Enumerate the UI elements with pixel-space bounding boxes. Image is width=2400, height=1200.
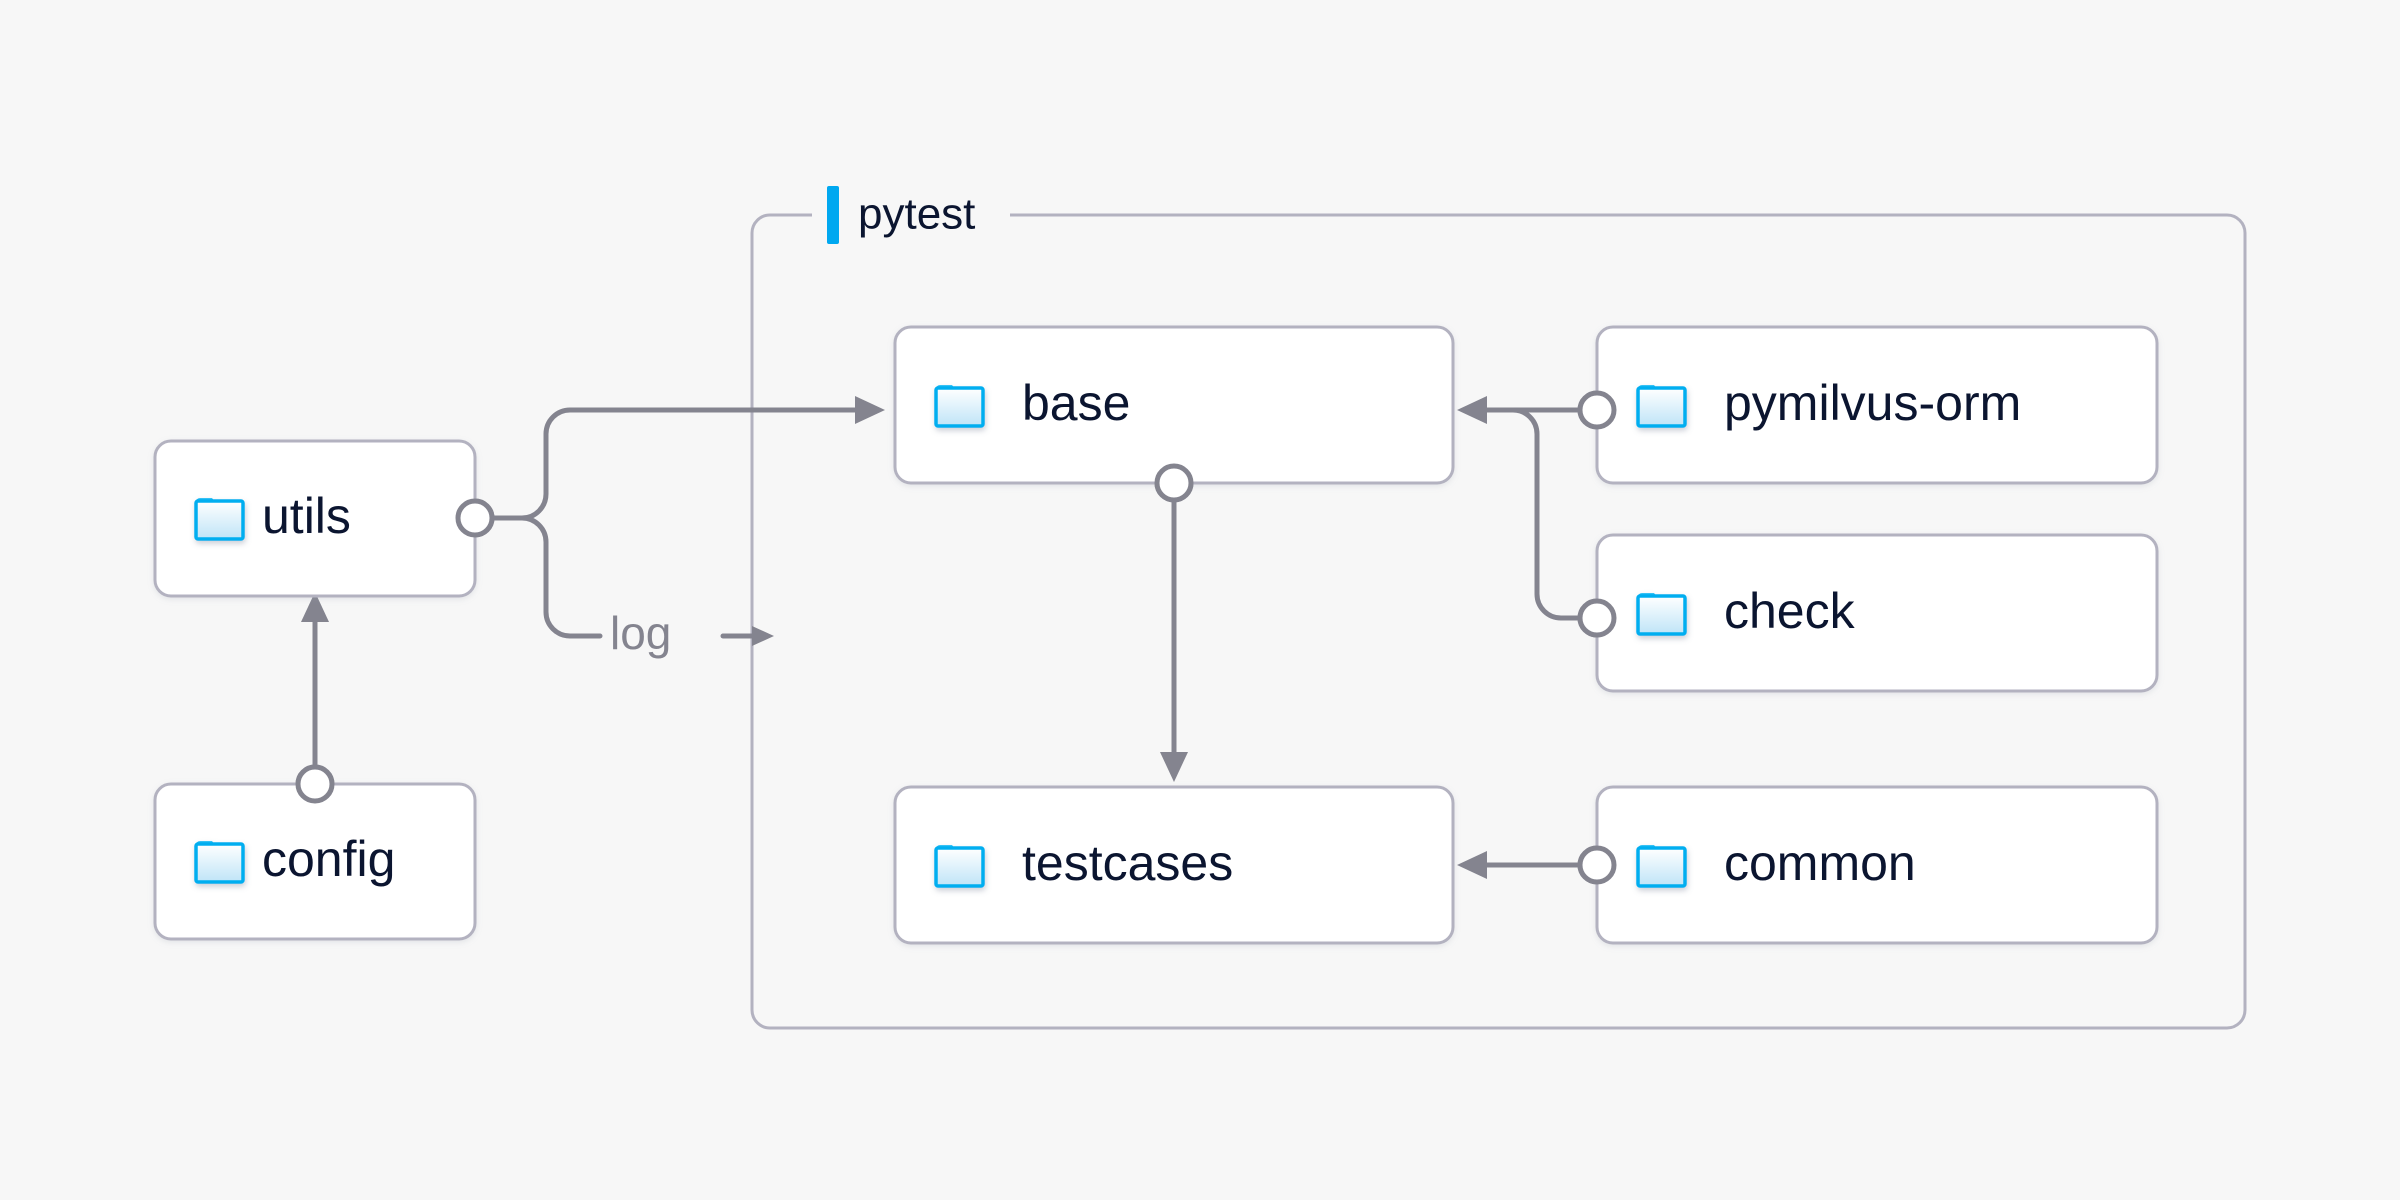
node-common[interactable]: common: [1595, 785, 2159, 945]
edge-line: [489, 407, 858, 521]
node-pymilvus-orm[interactable]: pymilvus-orm: [1595, 325, 2159, 485]
folder-icon: [194, 498, 245, 541]
node-testcases[interactable]: testcases: [893, 785, 1455, 945]
folder-icon: [194, 841, 245, 884]
arrowhead-icon: [1160, 752, 1188, 782]
port-dot[interactable]: [1577, 390, 1617, 430]
node-config[interactable]: config: [153, 782, 477, 941]
group-container-pytest: pytest: [750, 186, 2247, 1030]
node-label: base: [1022, 375, 1130, 431]
arrowhead-icon: [1457, 851, 1487, 879]
folder-icon: [934, 385, 985, 428]
node-check[interactable]: check: [1595, 533, 2159, 693]
arrowhead-icon: [855, 396, 885, 424]
edge-utils-to-log: log: [489, 515, 774, 659]
edge-utils-to-base: [489, 396, 885, 521]
node-base[interactable]: base: [893, 325, 1455, 485]
port-dot[interactable]: [455, 498, 495, 538]
arrowhead-icon: [301, 592, 329, 622]
accent-bar-icon: [827, 186, 839, 244]
folder-icon: [934, 845, 985, 888]
node-label: common: [1724, 835, 1916, 891]
port-dot[interactable]: [1577, 598, 1617, 638]
port-dot[interactable]: [1577, 845, 1617, 885]
edge-label-log: log: [610, 607, 671, 659]
group-border: [750, 213, 2247, 1030]
folder-icon: [1636, 593, 1687, 636]
folder-icon: [1636, 385, 1687, 428]
node-label: testcases: [1022, 835, 1233, 891]
edge-line: [489, 515, 603, 639]
group-label: pytest: [858, 190, 975, 239]
node-label: check: [1724, 583, 1856, 639]
arrowhead-icon: [752, 626, 774, 646]
port-dot[interactable]: [1154, 463, 1194, 503]
node-box[interactable]: [893, 785, 1455, 945]
edge-line: [1484, 407, 1583, 621]
port-dot[interactable]: [295, 764, 335, 804]
node-label: config: [262, 831, 395, 887]
folder-icon: [1636, 845, 1687, 888]
edge-base-to-testcases: [1154, 463, 1194, 782]
arrowhead-icon: [1457, 396, 1487, 424]
node-label: utils: [262, 488, 351, 544]
node-utils[interactable]: utils: [153, 439, 477, 598]
node-label: pymilvus-orm: [1724, 375, 2021, 431]
